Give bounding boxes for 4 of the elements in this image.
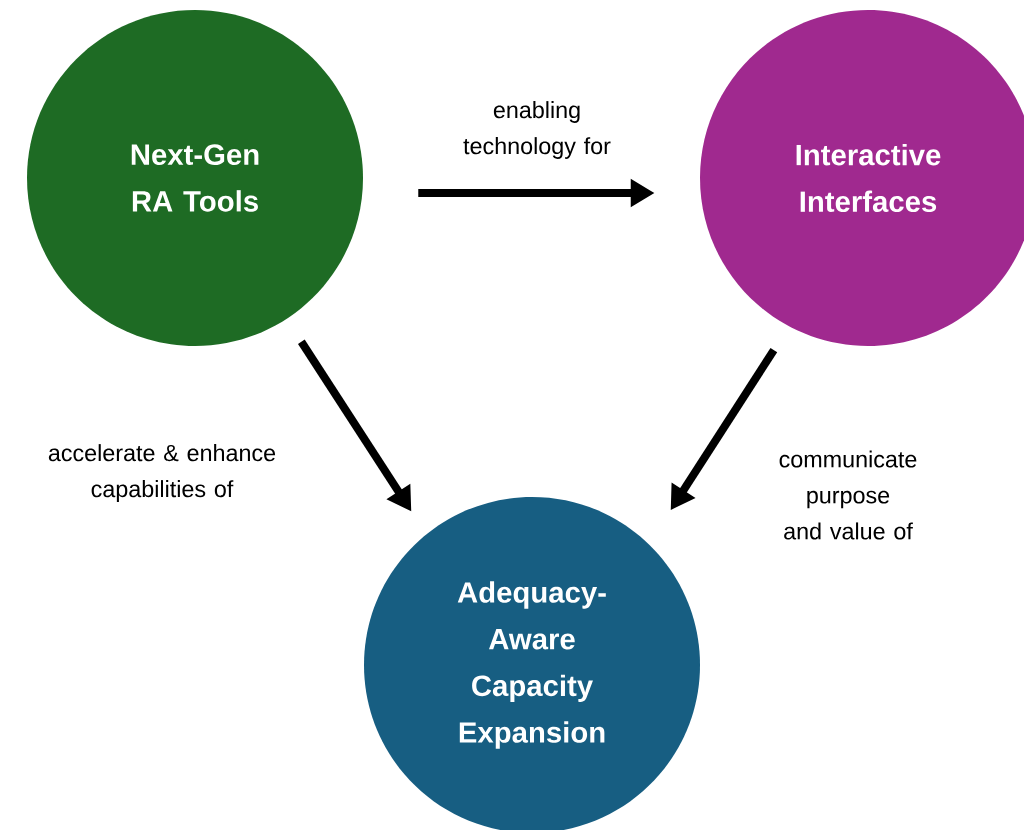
circle-node: Next-Gen RA Tools — [27, 10, 363, 346]
edge-label: enabling technology for — [463, 101, 611, 159]
edge-label: accelerate & enhance capabilities of — [48, 444, 276, 502]
edge-label: communicate purpose and value of — [779, 450, 917, 540]
